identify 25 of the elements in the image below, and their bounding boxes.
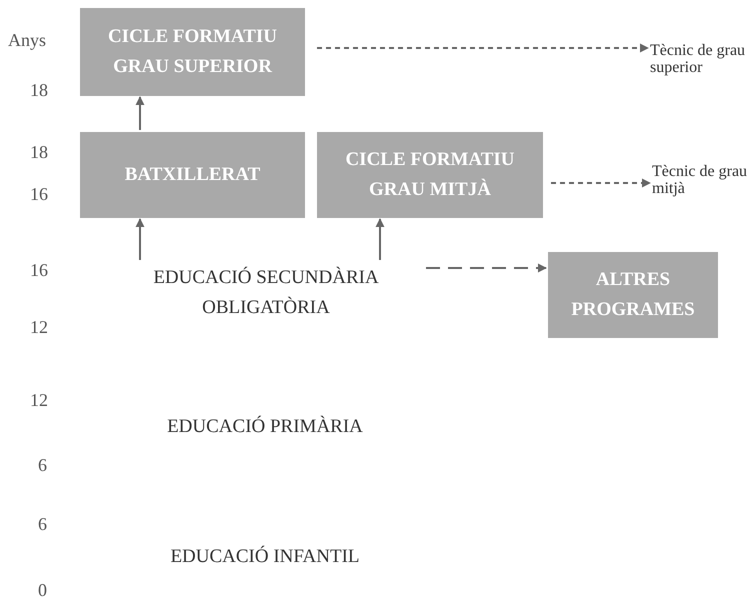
age-label: 6 <box>38 514 47 535</box>
arrow <box>317 44 649 52</box>
age-label: 0 <box>38 580 47 601</box>
arrow <box>426 264 547 272</box>
age-label: 16 <box>30 260 48 281</box>
age-label: 16 <box>30 184 48 205</box>
arrow <box>551 178 651 188</box>
arrow <box>136 218 144 260</box>
stage-text: EDUCACIÓ INFANTIL <box>130 540 400 574</box>
age-label: 12 <box>30 317 48 338</box>
stage-text: EDUCACIÓ PRIMÀRIA <box>130 410 400 444</box>
outcome-text: Tècnic de grau mitjà <box>652 145 751 217</box>
age-label: 12 <box>30 390 48 411</box>
arrow <box>376 218 384 260</box>
stage-text: EDUCACIÓ SECUNDÀRIA OBLIGATÒRIA <box>118 262 414 324</box>
process-box: ALTRES PROGRAMES <box>548 252 718 338</box>
age-label: 18 <box>30 80 48 101</box>
process-box: CICLE FORMATIU GRAU SUPERIOR <box>80 8 305 96</box>
arrow <box>136 96 144 130</box>
axis-title: Anys <box>8 30 46 51</box>
process-box: BATXILLERAT <box>80 132 305 218</box>
age-label: 6 <box>38 455 47 476</box>
age-label: 18 <box>30 142 48 163</box>
process-box: CICLE FORMATIU GRAU MITJÀ <box>317 132 543 218</box>
outcome-text: Tècnic de grau superior <box>650 20 751 100</box>
